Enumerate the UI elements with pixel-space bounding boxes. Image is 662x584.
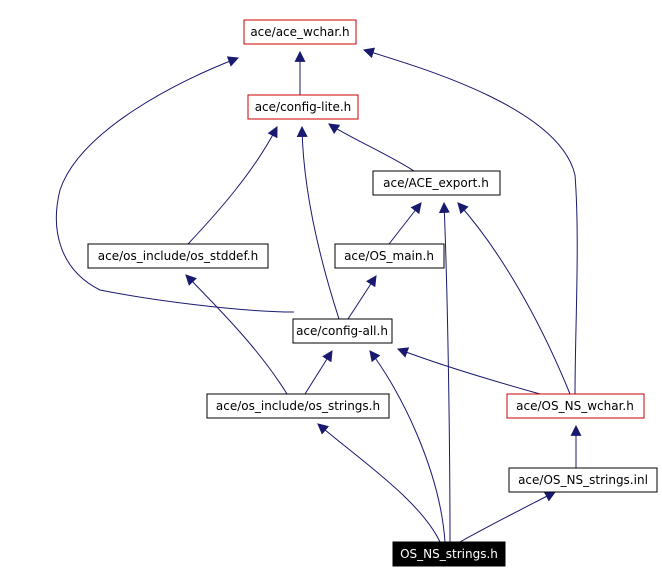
- node-label: ace/config-lite.h: [255, 100, 352, 114]
- node-label: ace/config-all.h: [296, 324, 388, 338]
- edge-os-ns-wchar-to-config-all: [396, 347, 541, 395]
- node-label: ace/OS_NS_strings.inl: [518, 473, 648, 487]
- node-label: ace/OS_main.h: [344, 249, 434, 263]
- edge-os-ns-strings-to-config-all: [369, 350, 446, 543]
- node-ace-export[interactable]: ace/ACE_export.h: [372, 170, 501, 196]
- node-config-all[interactable]: ace/config-all.h: [292, 318, 393, 344]
- node-box: [247, 94, 359, 120]
- node-box: [372, 170, 501, 196]
- edge-os-ns-strings-to-os-ns-strings-inl: [459, 491, 556, 543]
- node-os-ns-wchar[interactable]: ace/OS_NS_wchar.h: [506, 393, 645, 419]
- edge-os-ns-wchar-to-ace-export: [457, 202, 571, 395]
- node-label: ace/os_include/os_stddef.h: [98, 249, 258, 263]
- node-os-main[interactable]: ace/OS_main.h: [334, 243, 445, 269]
- node-label: ace/ace_wchar.h: [250, 25, 349, 39]
- edge-os-strings-inc-to-config-all: [304, 350, 333, 395]
- edge-config-all-to-ace-wchar: [55, 56, 295, 313]
- node-box: [506, 393, 645, 419]
- node-label: ace/os_include/os_strings.h: [216, 399, 380, 413]
- node-box: [334, 243, 445, 269]
- node-config-lite[interactable]: ace/config-lite.h: [247, 94, 359, 120]
- node-ace-wchar[interactable]: ace/ace_wchar.h: [243, 19, 357, 45]
- node-os-strings-inc[interactable]: ace/os_include/os_strings.h: [206, 393, 390, 419]
- edge-os-ns-strings-to-os-strings-inc: [317, 423, 441, 543]
- edges: [55, 47, 582, 543]
- node-label: ace/OS_NS_wchar.h: [516, 399, 634, 413]
- edge-config-all-to-config-lite: [296, 125, 340, 320]
- edge-os-ns-wchar-to-ace-wchar: [362, 47, 578, 395]
- node-os-stddef[interactable]: ace/os_include/os_stddef.h: [87, 243, 269, 269]
- edge-os-stddef-to-config-lite: [187, 126, 278, 245]
- node-box: [243, 19, 357, 45]
- node-box: [87, 243, 269, 269]
- edge-config-all-to-os-main: [347, 275, 377, 320]
- node-label: OS_NS_strings.h: [400, 547, 498, 561]
- edge-os-strings-inc-to-os-stddef: [185, 274, 288, 395]
- nodes: ace/ace_wchar.h ace/config-lite.h ace/AC…: [87, 19, 658, 567]
- node-box: [206, 393, 390, 419]
- node-box: [508, 467, 658, 493]
- edge-ace-export-to-config-lite: [328, 123, 415, 172]
- edge-os-ns-strings-to-ace-export: [438, 201, 451, 543]
- node-os-ns-strings[interactable]: OS_NS_strings.h: [392, 541, 506, 567]
- node-box: [292, 318, 393, 344]
- node-box: [392, 541, 506, 567]
- node-label: ace/ACE_export.h: [383, 176, 489, 190]
- node-os-ns-strings-inl[interactable]: ace/OS_NS_strings.inl: [508, 467, 658, 493]
- edge-os-main-to-ace-export: [388, 202, 422, 245]
